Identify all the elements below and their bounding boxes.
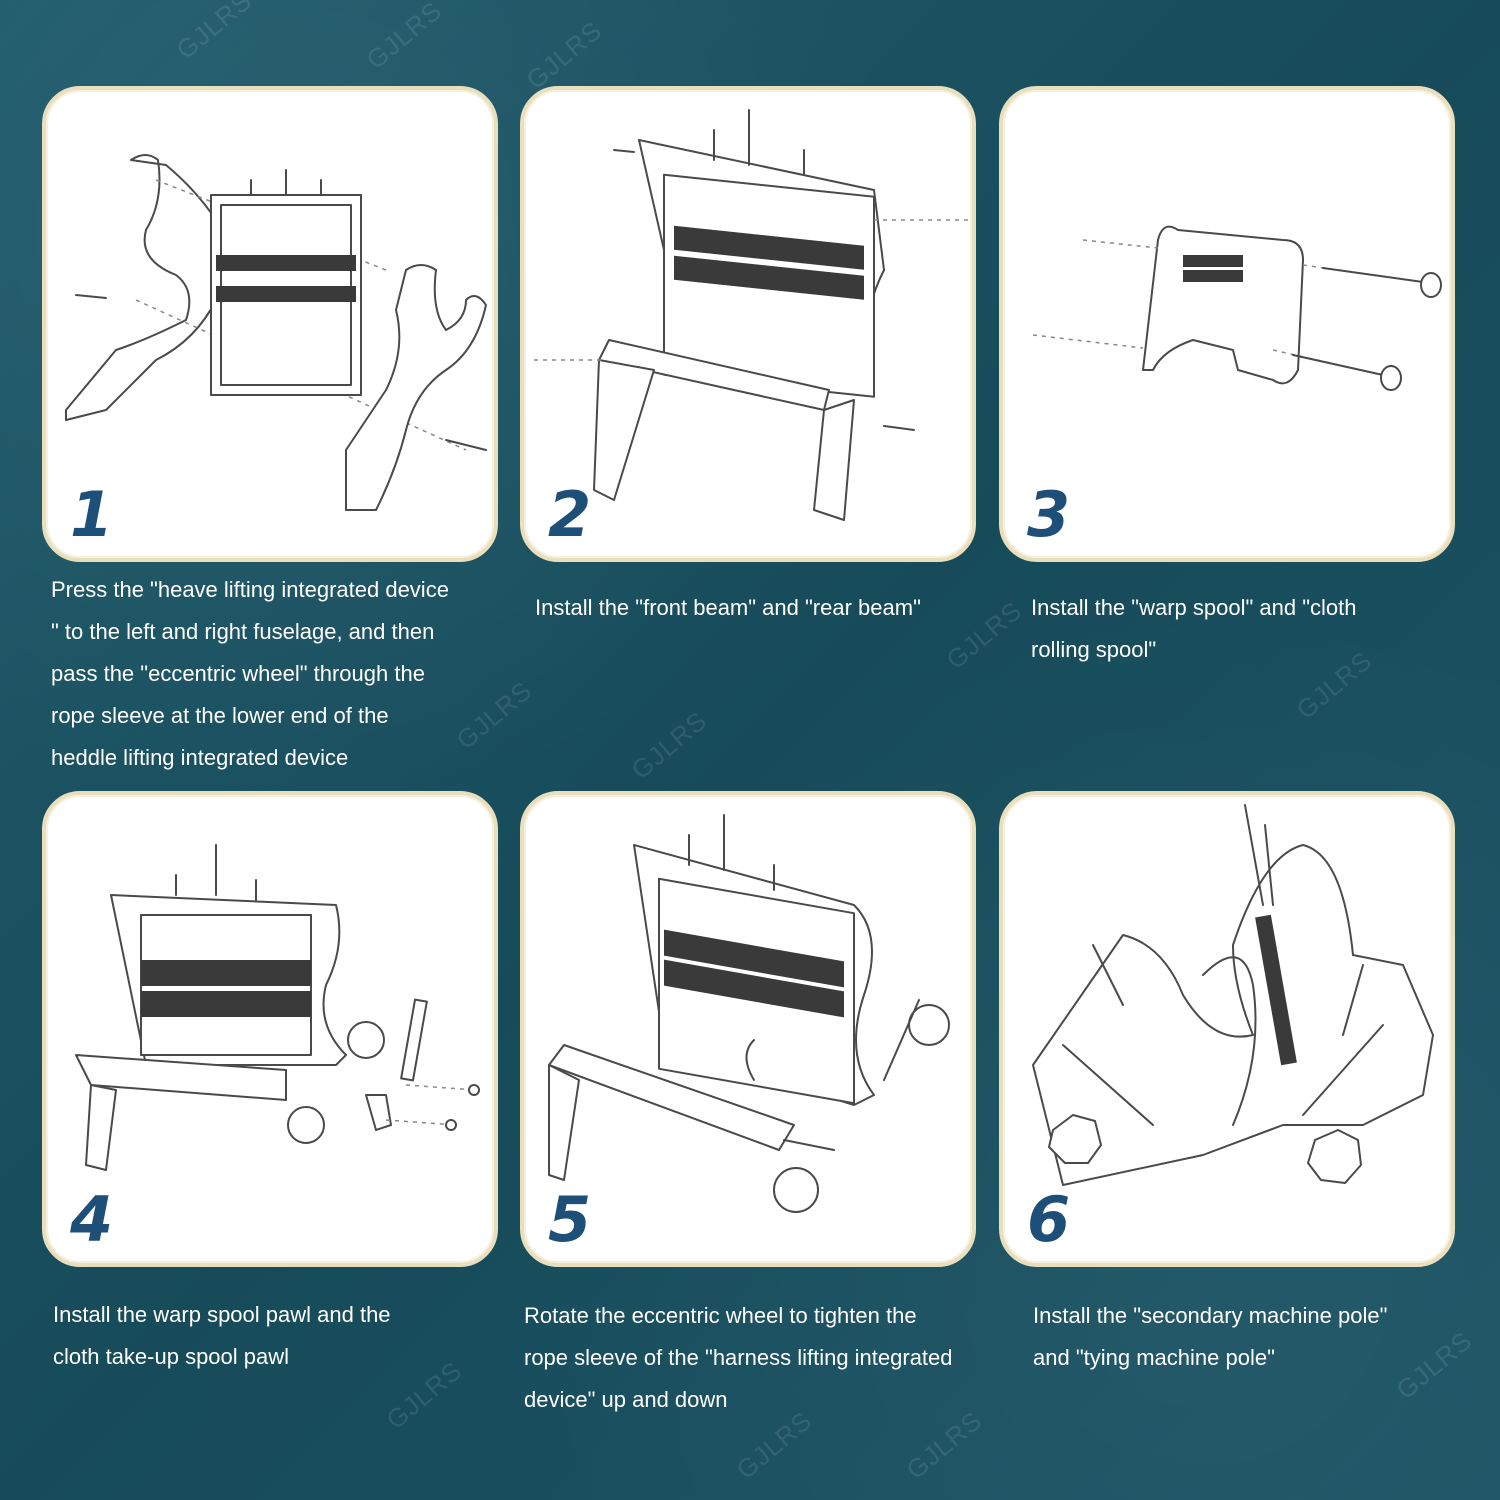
caption-line: Install the "warp spool" and "cloth [1031,595,1357,620]
step-card-3: 3 [999,86,1455,562]
caption-line: device" up and down [524,1387,728,1412]
step-caption-4: Install the warp spool pawl and the clot… [53,1294,493,1378]
step-number: 1 [70,478,114,551]
step-number: 3 [1027,478,1071,551]
caption-line: heddle lifting integrated device [51,745,349,770]
caption-line: cloth take-up spool pawl [53,1344,290,1369]
step-card-1: 1 [42,86,498,562]
watermark: GJLRS [520,15,608,96]
caption-line: rope sleeve of the "harness lifting inte… [524,1345,953,1370]
caption-line: Rotate the eccentric wheel to tighten th… [524,1303,917,1328]
watermark: GJLRS [360,0,448,76]
caption-line: " to the left and right fuselage, and th… [51,619,435,644]
step-caption-5: Rotate the eccentric wheel to tighten th… [524,1295,994,1421]
caption-line: and "tying machine pole" [1033,1345,1275,1370]
loom-assembly-illustration-6 [1032,804,1434,1186]
step-caption-3: Install the "warp spool" and "cloth roll… [1031,587,1471,671]
loom-assembly-illustration-4 [75,844,480,1171]
step-number: 6 [1027,1183,1071,1256]
step-number: 5 [548,1183,592,1256]
loom-assembly-illustration-3 [1032,225,1442,391]
step-number: 2 [548,478,592,551]
caption-line: rolling spool" [1031,637,1157,662]
caption-line: rope sleeve at the lower end of the [51,703,389,728]
step-card-6: 6 [999,791,1455,1267]
step-caption-2: Install the "front beam" and "rear beam" [535,587,985,629]
step-number: 4 [70,1183,114,1256]
caption-line: Install the "secondary machine pole" [1033,1303,1388,1328]
loom-assembly-illustration-5 [548,814,950,1213]
step-caption-1: Press the "heave lifting integrated devi… [51,569,501,779]
caption-line: Install the "front beam" and "rear beam" [535,595,921,620]
loom-assembly-illustration-2 [534,109,972,521]
step-card-5: 5 [520,791,976,1267]
caption-line: Install the warp spool pawl and the [53,1302,391,1327]
step-card-2: 2 [520,86,976,562]
step-caption-6: Install the "secondary machine pole" and… [1033,1295,1473,1379]
caption-line: Press the "heave lifting integrated devi… [51,577,449,602]
loom-assembly-illustration-1 [65,154,487,511]
watermark: GJLRS [170,0,258,66]
caption-line: pass the "eccentric wheel" through the [51,661,425,686]
watermark: GJLRS [625,705,713,786]
step-card-4: 4 [42,791,498,1267]
